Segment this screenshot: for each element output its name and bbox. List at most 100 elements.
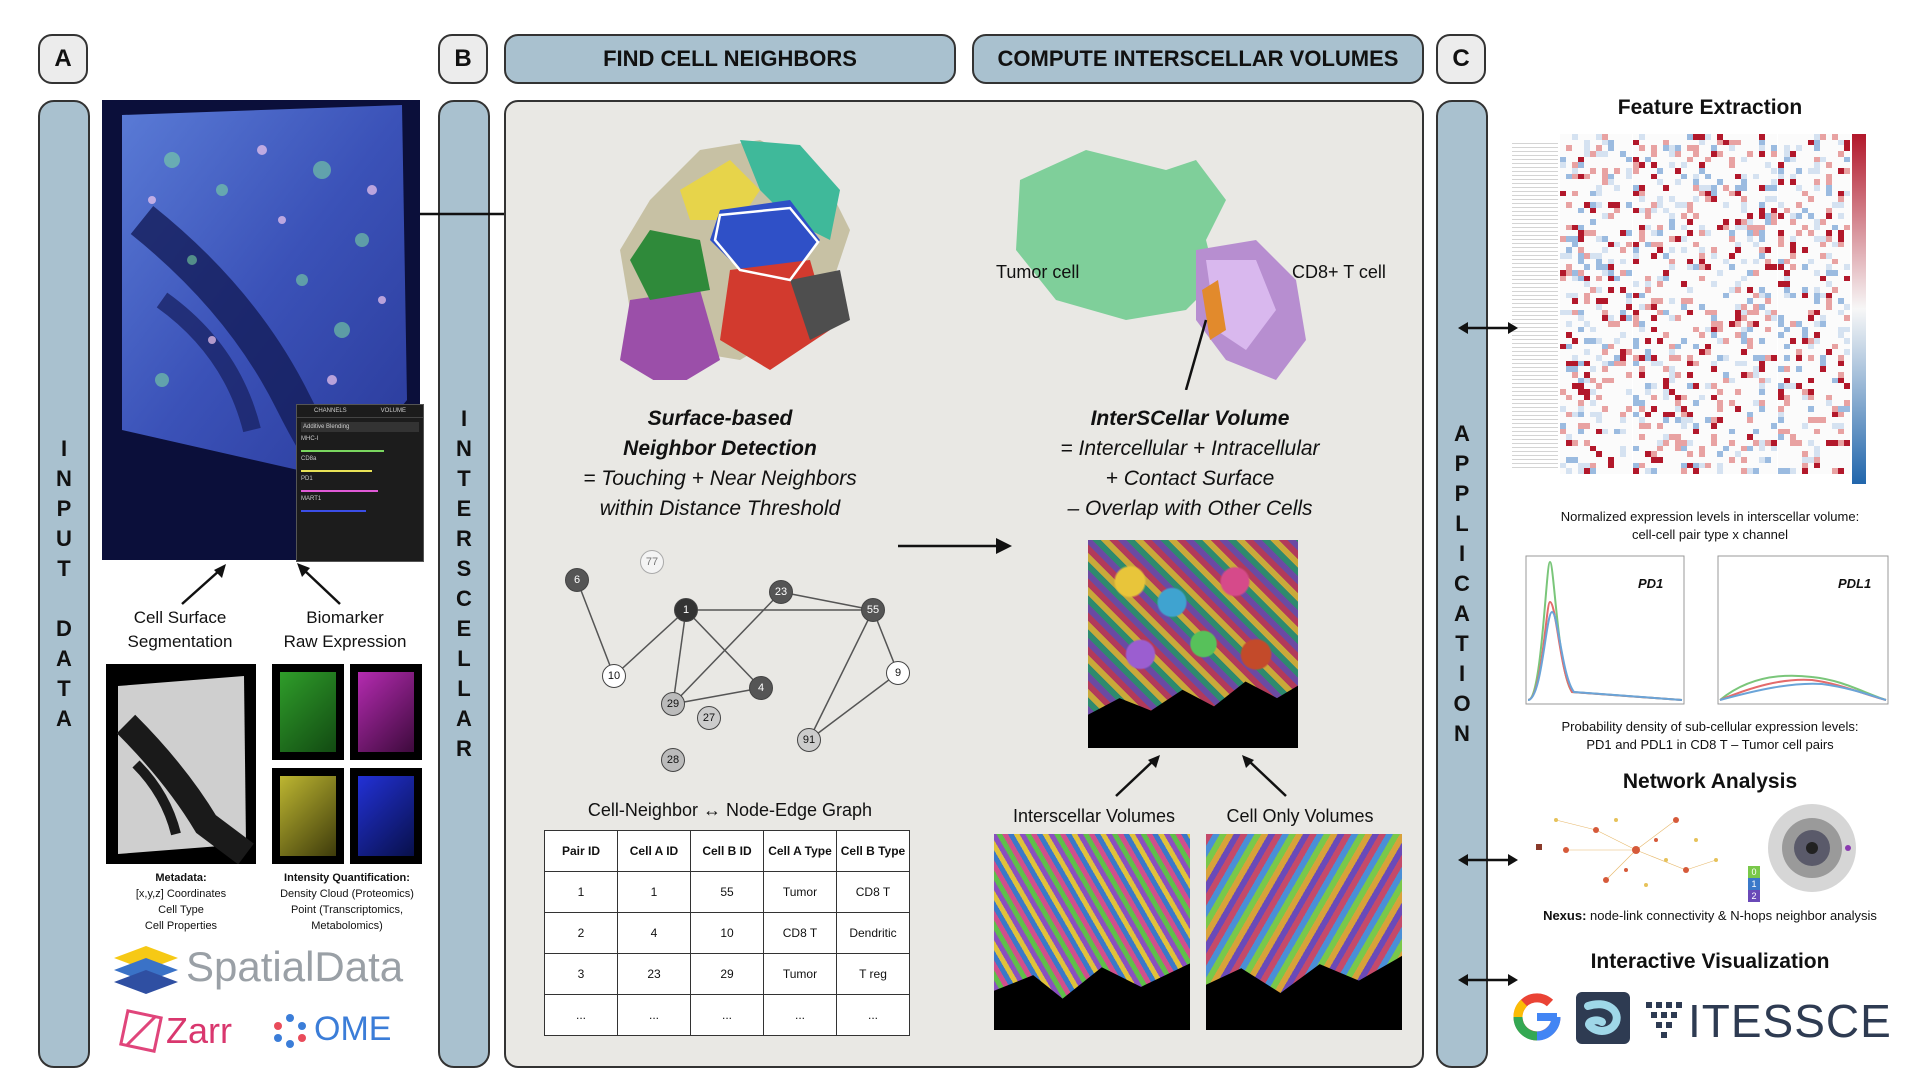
heatmap-cell xyxy=(1723,349,1730,355)
heatmap-cell xyxy=(1560,247,1567,253)
heatmap-cell xyxy=(1825,411,1832,418)
channel-row-mart1[interactable]: MART1 xyxy=(301,496,419,512)
heatmap-cell xyxy=(1801,440,1808,446)
heatmap-cell xyxy=(1747,196,1754,202)
table-cell: 1 xyxy=(617,871,691,913)
heatmap-cell xyxy=(1572,468,1579,474)
heatmap-cell xyxy=(1729,224,1736,231)
heatmap-cell xyxy=(1843,445,1850,452)
heatmap-cell xyxy=(1692,287,1699,293)
heatmap-cell xyxy=(1680,315,1687,321)
heatmap-cell xyxy=(1608,411,1615,418)
heatmap-cell xyxy=(1819,417,1826,423)
heatmap-cell xyxy=(1662,185,1669,191)
heatmap-cell xyxy=(1789,360,1796,367)
channel-row-pd1[interactable]: PD1 xyxy=(301,476,419,492)
heatmap-cell xyxy=(1698,372,1705,378)
channel-name: MHC-I xyxy=(301,436,319,442)
heatmap-cell xyxy=(1626,264,1633,270)
heatmap-cell xyxy=(1735,134,1742,140)
heatmap-cell xyxy=(1717,173,1724,180)
channel-row-cd8[interactable]: CD8a xyxy=(301,456,419,472)
heatmap-cell xyxy=(1680,134,1687,140)
heatmap-cell xyxy=(1777,389,1784,395)
heatmap-cell xyxy=(1711,151,1718,157)
heatmap-cell xyxy=(1620,366,1627,372)
heatmap-cell xyxy=(1596,219,1603,225)
heatmap-cell xyxy=(1620,185,1627,191)
heatmap-cell xyxy=(1602,134,1609,140)
heatmap-cell xyxy=(1650,315,1657,321)
heatmap-cell xyxy=(1560,309,1567,316)
heatmap-cell xyxy=(1771,366,1778,372)
table-cell: ... xyxy=(544,994,618,1036)
heatmap-cell xyxy=(1807,247,1814,253)
heatmap-cell xyxy=(1590,315,1597,321)
heatmap-cell xyxy=(1801,168,1808,174)
heatmap-cell xyxy=(1729,156,1736,163)
heatmap-cell xyxy=(1783,406,1790,412)
heatmap-cell xyxy=(1650,139,1657,146)
heatmap-cell xyxy=(1741,400,1748,406)
heatmap-cell xyxy=(1656,298,1663,304)
heatmap-cell xyxy=(1711,185,1718,191)
heatmap-cell xyxy=(1608,213,1615,219)
heatmap-cell xyxy=(1825,139,1832,146)
heatmap-cell xyxy=(1819,389,1826,395)
heatmap-cell xyxy=(1723,434,1730,440)
heatmap-cell xyxy=(1789,389,1796,395)
heatmap-cell xyxy=(1626,343,1633,350)
heatmap-cell xyxy=(1608,151,1615,157)
heatmap-cell xyxy=(1783,451,1790,457)
heatmap-cell xyxy=(1813,457,1820,463)
heatmap-cell xyxy=(1753,326,1760,333)
heatmap-cell xyxy=(1674,326,1681,333)
heatmap-cell xyxy=(1807,202,1814,208)
heatmap-cell xyxy=(1560,196,1567,202)
heatmap-cell xyxy=(1711,224,1718,231)
heatmap-cell xyxy=(1614,264,1621,270)
heatmap-cell xyxy=(1759,377,1766,384)
heatmap-cell xyxy=(1825,134,1832,140)
heatmap-cell xyxy=(1813,372,1820,378)
heatmap-cell xyxy=(1578,434,1585,440)
heatmap-cell xyxy=(1753,400,1760,406)
heatmap-cell xyxy=(1614,230,1621,236)
heatmap-cell xyxy=(1602,139,1609,146)
heatmap-cell xyxy=(1566,213,1573,219)
heatmap-cell xyxy=(1705,400,1712,406)
heatmap-cell xyxy=(1741,428,1748,435)
heatmap-cell xyxy=(1566,332,1573,338)
heatmap-cell xyxy=(1674,457,1681,463)
volume-tab[interactable]: VOLUME xyxy=(380,408,406,414)
heatmap-cell xyxy=(1644,309,1651,316)
heatmap-cell xyxy=(1825,332,1832,338)
heatmap-cell xyxy=(1578,173,1585,180)
heatmap-cell xyxy=(1578,304,1585,310)
heatmap-cell xyxy=(1819,281,1826,287)
channel-row-mhc[interactable]: MHC-I xyxy=(301,436,419,452)
heatmap-cell xyxy=(1741,366,1748,372)
heatmap-cell xyxy=(1584,196,1591,202)
heatmap-cell xyxy=(1584,355,1591,361)
channels-tab[interactable]: CHANNELS xyxy=(313,408,347,414)
heatmap-cell xyxy=(1560,338,1567,344)
heatmap-cell xyxy=(1572,145,1579,151)
heatmap-cell xyxy=(1644,241,1651,248)
heatmap-cell xyxy=(1644,156,1651,163)
heatmap-cell xyxy=(1584,287,1591,293)
heatmap-cell xyxy=(1560,298,1567,304)
heatmap-cell xyxy=(1813,440,1820,446)
heatmap-cell xyxy=(1819,190,1826,197)
heatmap-cell xyxy=(1698,377,1705,384)
heatmap-cell xyxy=(1578,332,1585,338)
heatmap-cell xyxy=(1747,326,1754,333)
heatmap-cell xyxy=(1584,247,1591,253)
heatmap-cell xyxy=(1729,196,1736,202)
heatmap-cell xyxy=(1566,434,1573,440)
heatmap-cell xyxy=(1572,151,1579,157)
blending-select[interactable]: Additive Blending xyxy=(301,422,419,432)
heatmap-cell xyxy=(1705,417,1712,423)
heatmap-cell xyxy=(1590,457,1597,463)
heatmap-cell xyxy=(1566,377,1573,384)
